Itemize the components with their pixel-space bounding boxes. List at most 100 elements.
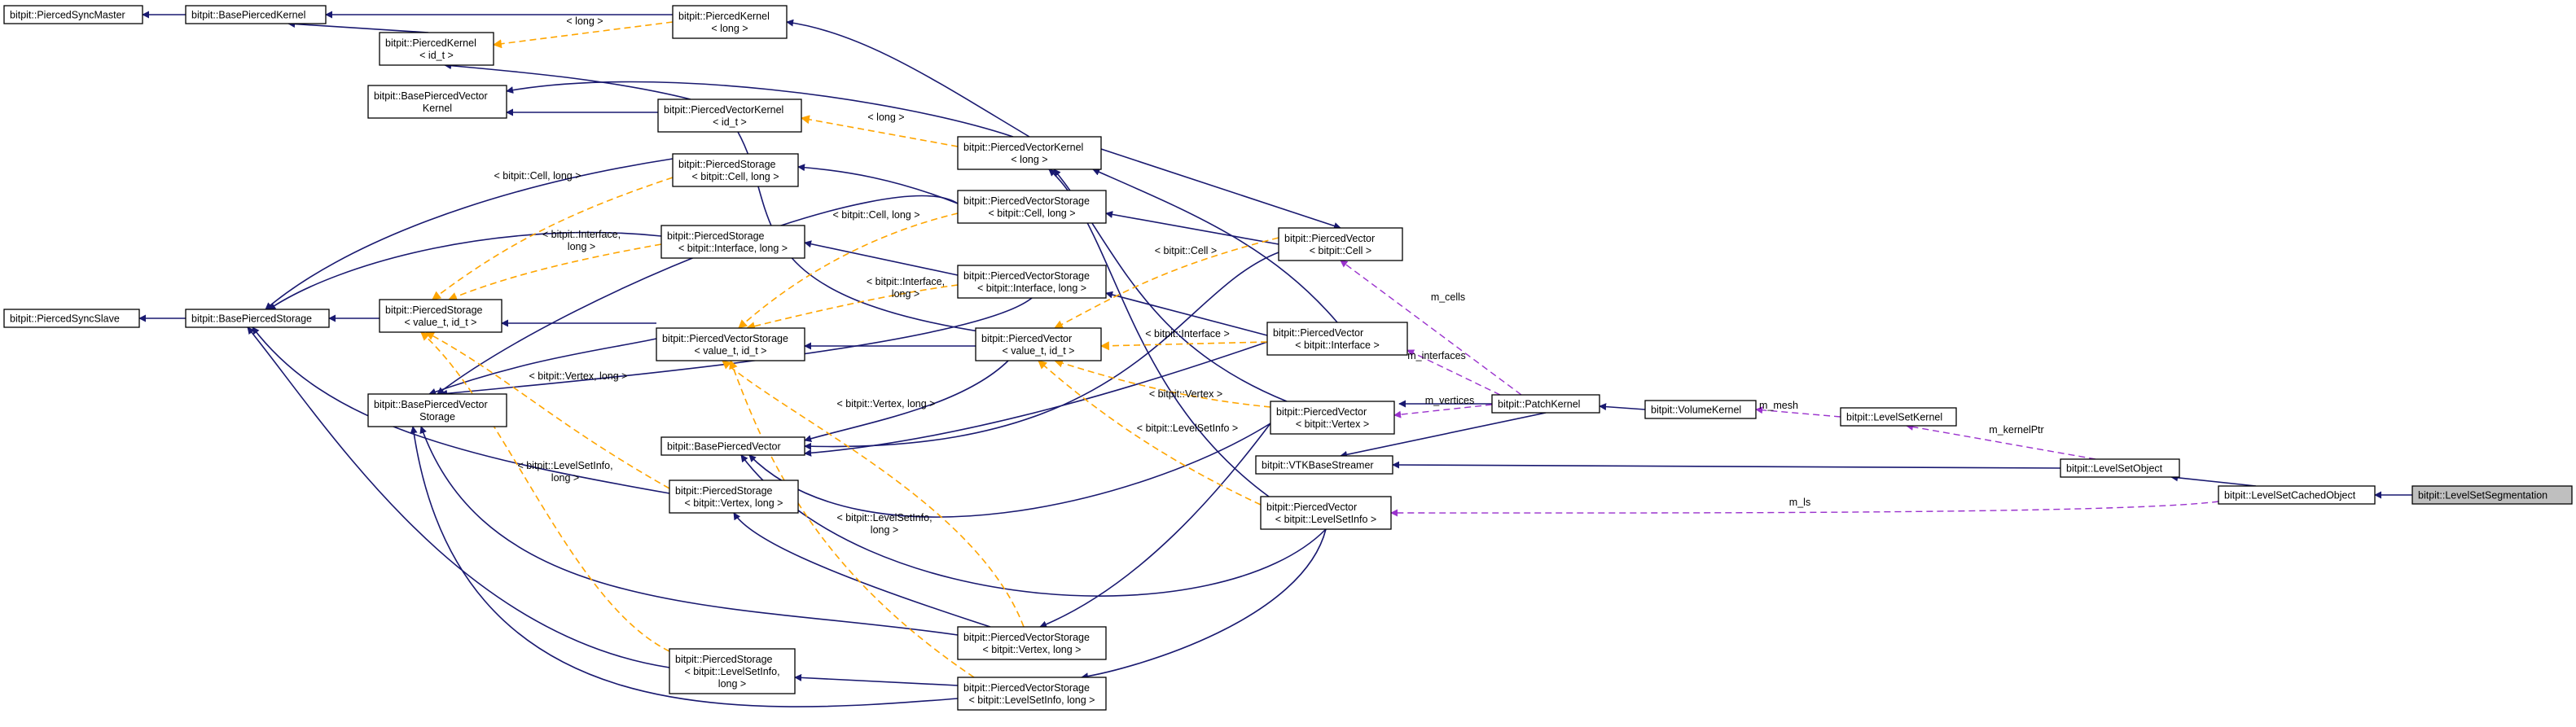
class-node-pierced-vector-kernel-id-t[interactable]: bitpit::PiercedVectorKernel< id_t >	[657, 99, 802, 133]
class-name-line: long >	[718, 678, 746, 690]
class-name-line: bitpit::PiercedKernel	[678, 11, 770, 22]
class-node-pierced-vector-storage-interface[interactable]: bitpit::PiercedVectorStorage< bitpit::In…	[957, 265, 1107, 299]
class-name-line: bitpit::PiercedVector	[1266, 501, 1357, 513]
template-instantiation-edge	[738, 212, 959, 329]
class-node-pierced-sync-master[interactable]: bitpit::PiercedSyncMaster	[3, 5, 143, 24]
class-node-pierced-vector-cell[interactable]: bitpit::PiercedVector< bitpit::Cell >	[1278, 227, 1403, 261]
class-name-line: bitpit::PiercedSyncSlave	[10, 313, 120, 325]
class-name-line: < long >	[1011, 154, 1047, 165]
class-node-pierced-vector-storage-value-t[interactable]: bitpit::PiercedVectorStorage< value_t, i…	[656, 327, 805, 361]
inheritance-edge	[265, 158, 674, 310]
class-name-line: bitpit::PiercedVectorKernel	[963, 142, 1083, 153]
class-node-vtk-base-streamer[interactable]: bitpit::VTKBaseStreamer	[1255, 455, 1393, 475]
class-box	[660, 436, 805, 456]
class-box	[669, 648, 796, 694]
class-name-line: bitpit::VTKBaseStreamer	[1262, 460, 1374, 471]
class-node-pierced-sync-slave[interactable]: bitpit::PiercedSyncSlave	[3, 309, 140, 328]
inheritance-edge	[804, 341, 1268, 457]
edge-label-line: < bitpit::LevelSetInfo >	[1137, 423, 1238, 434]
class-name-line: < bitpit::LevelSetInfo >	[1275, 514, 1376, 525]
class-node-pierced-storage-vertex[interactable]: bitpit::PiercedStorage< bitpit::Vertex, …	[669, 480, 799, 514]
inheritance-edge	[733, 512, 991, 628]
class-node-level-set-cached-object[interactable]: bitpit::LevelSetCachedObject	[2218, 485, 2376, 505]
class-node-pierced-vector-interface[interactable]: bitpit::PiercedVector< bitpit::Interface…	[1266, 322, 1408, 356]
class-node-pierced-vector-level-set-info[interactable]: bitpit::PiercedVector< bitpit::LevelSetI…	[1260, 496, 1392, 530]
class-box	[672, 153, 799, 187]
inheritance-edge	[444, 62, 691, 100]
class-name-line: bitpit::BasePiercedKernel	[191, 10, 305, 21]
class-box	[185, 5, 327, 24]
class-box	[2060, 458, 2180, 478]
class-name-line: bitpit::PiercedVectorStorage	[963, 270, 1090, 282]
class-name-line: bitpit::PiercedStorage	[675, 485, 773, 497]
class-name-line: bitpit::PiercedKernel	[385, 37, 476, 49]
class-node-pierced-vector-vertex[interactable]: bitpit::PiercedVector< bitpit::Vertex >	[1270, 401, 1395, 435]
edge-label-line: m_ls	[1789, 497, 1810, 508]
class-node-base-pierced-kernel[interactable]: bitpit::BasePiercedKernel	[185, 5, 327, 24]
template-instantiation-edge	[432, 177, 674, 300]
class-node-pierced-kernel-long[interactable]: bitpit::PiercedKernel< long >	[672, 5, 788, 39]
class-name-line: bitpit::PiercedVector	[1284, 233, 1375, 244]
edge-label-interface-long-storage: < bitpit::Interface,long >	[542, 229, 621, 252]
class-node-level-set-object[interactable]: bitpit::LevelSetObject	[2060, 458, 2180, 478]
inheritance-edge	[506, 81, 1014, 138]
class-box	[2411, 485, 2573, 505]
class-name-line: bitpit::PiercedVectorStorage	[963, 632, 1090, 643]
class-node-pierced-storage-interface[interactable]: bitpit::PiercedStorage< bitpit::Interfac…	[660, 225, 805, 259]
inheritance-edge	[1092, 169, 1338, 323]
class-name-line: bitpit::PiercedStorage	[385, 304, 483, 316]
class-name-line: bitpit::PiercedVectorStorage	[963, 195, 1090, 207]
class-node-pierced-vector-value-t[interactable]: bitpit::PiercedVector< value_t, id_t >	[975, 327, 1102, 361]
class-node-level-set-segmentation[interactable]: bitpit::LevelSetSegmentation	[2411, 485, 2573, 505]
inheritance-edge	[1340, 412, 1547, 458]
edge-label-line: m_interfaces	[1407, 350, 1466, 361]
edge-label-vertex-long-storage: < bitpit::Vertex, long >	[529, 370, 628, 382]
inheritance-edge	[1105, 210, 1279, 245]
class-node-volume-kernel[interactable]: bitpit::VolumeKernel	[1644, 400, 1757, 419]
class-node-pierced-storage-level-set-info[interactable]: bitpit::PiercedStorage< bitpit::LevelSet…	[669, 648, 796, 694]
edge-label-cell-long-vstorage: < bitpit::Cell, long >	[832, 209, 919, 221]
edge-label-line: long >	[871, 524, 898, 536]
edge-label-line: < bitpit::LevelSetInfo,	[517, 460, 612, 471]
class-box	[1491, 394, 1600, 414]
class-node-base-pierced-vector[interactable]: bitpit::BasePiercedVector	[660, 436, 805, 456]
class-name-line: bitpit::PiercedStorage	[675, 654, 773, 665]
class-node-pierced-vector-kernel-long[interactable]: bitpit::PiercedVectorKernel< long >	[957, 136, 1102, 170]
class-node-pierced-vector-storage-level-set-info[interactable]: bitpit::PiercedVectorStorage< bitpit::Le…	[957, 677, 1107, 711]
template-instantiation-edge	[800, 115, 959, 147]
edge-label-long-vector-kernel: < long >	[867, 112, 904, 123]
class-node-pierced-storage-value-t[interactable]: bitpit::PiercedStorage< value_t, id_t >	[379, 299, 502, 333]
class-name-line: < bitpit::Vertex, long >	[685, 497, 783, 509]
class-box	[1266, 322, 1408, 356]
class-node-pierced-vector-storage-vertex[interactable]: bitpit::PiercedVectorStorage< bitpit::Ve…	[957, 626, 1107, 660]
class-name-line: < id_t >	[419, 50, 454, 61]
class-node-pierced-kernel-id-t[interactable]: bitpit::PiercedKernel< id_t >	[379, 32, 494, 66]
edge-label-line: long >	[568, 241, 595, 252]
edge-label-interface-vector: < bitpit::Interface >	[1145, 328, 1230, 339]
class-box	[657, 99, 802, 133]
class-name-line: bitpit::PatchKernel	[1498, 399, 1580, 410]
class-name-line: bitpit::BasePiercedVector	[374, 399, 488, 410]
class-box	[957, 626, 1107, 660]
class-node-pierced-storage-cell[interactable]: bitpit::PiercedStorage< bitpit::Cell, lo…	[672, 153, 799, 187]
edge-label-line: m_mesh	[1759, 400, 1798, 411]
member-usage-edge	[1340, 260, 1522, 396]
class-node-base-pierced-storage[interactable]: bitpit::BasePiercedStorage	[185, 309, 330, 328]
member-usage-edge	[1406, 349, 1501, 396]
inheritance-edge	[2170, 474, 2257, 487]
class-name-line: bitpit::LevelSetCachedObject	[2224, 490, 2356, 501]
class-node-pierced-vector-storage-cell[interactable]: bitpit::PiercedVectorStorage< bitpit::Ce…	[957, 190, 1107, 224]
class-name-line: < bitpit::Interface, long >	[678, 243, 788, 254]
edge-label-line: < bitpit::Cell, long >	[494, 170, 581, 182]
class-box	[975, 327, 1102, 361]
inheritance-edge	[287, 20, 429, 33]
template-instantiation-edge	[1038, 360, 1262, 506]
class-name-line: bitpit::PiercedStorage	[667, 230, 765, 242]
class-node-level-set-kernel[interactable]: bitpit::LevelSetKernel	[1840, 407, 1957, 427]
class-name-line: bitpit::PiercedSyncMaster	[10, 10, 125, 21]
class-node-patch-kernel[interactable]: bitpit::PatchKernel	[1491, 394, 1600, 414]
template-instantiation-edge	[447, 243, 662, 301]
